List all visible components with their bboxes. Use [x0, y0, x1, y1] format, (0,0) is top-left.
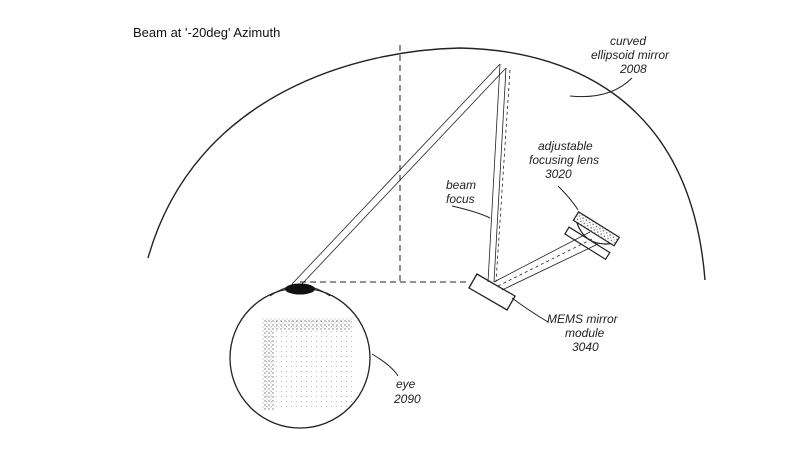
- label-beam-focus: beam focus: [446, 178, 476, 206]
- svg-text:beam: beam: [446, 178, 476, 192]
- svg-text:adjustable: adjustable: [538, 139, 593, 153]
- svg-text:module: module: [565, 326, 605, 340]
- eye-leader: [371, 353, 399, 377]
- svg-text:3020: 3020: [545, 167, 572, 181]
- svg-text:focus: focus: [446, 192, 475, 206]
- svg-text:2008: 2008: [619, 62, 647, 76]
- lens-leader: [557, 185, 579, 211]
- svg-text:ellipsoid mirror: ellipsoid mirror: [591, 48, 670, 62]
- svg-text:MEMS mirror: MEMS mirror: [547, 312, 619, 326]
- label-mems-mirror-module: MEMS mirror module 3040: [547, 312, 619, 354]
- label-eye: eye 2090: [393, 377, 421, 406]
- svg-text:curved: curved: [610, 34, 646, 48]
- svg-text:focusing lens: focusing lens: [529, 153, 599, 167]
- beam-mirror-to-mems: [487, 63, 511, 283]
- mirror-leader: [569, 77, 633, 98]
- mems-leader: [511, 297, 549, 323]
- label-adjustable-focusing-lens: adjustable focusing lens 3020: [529, 139, 599, 181]
- label-curved-ellipsoid-mirror: curved ellipsoid mirror 2008: [591, 34, 670, 76]
- focus-leader: [451, 205, 491, 219]
- mems-mirror-module: [468, 273, 516, 311]
- svg-text:eye: eye: [396, 377, 416, 391]
- diagram-title: Beam at '-20deg' Azimuth: [133, 25, 280, 40]
- beam-eye-to-mirror: [291, 63, 507, 287]
- pupil: [285, 283, 315, 295]
- svg-text:2090: 2090: [393, 392, 421, 406]
- curved-ellipsoid-mirror: [147, 47, 706, 281]
- eye: [229, 283, 371, 429]
- beam-mems-to-lens: [493, 231, 599, 291]
- svg-text:3040: 3040: [572, 340, 599, 354]
- adjustable-focusing-lens: [564, 211, 621, 261]
